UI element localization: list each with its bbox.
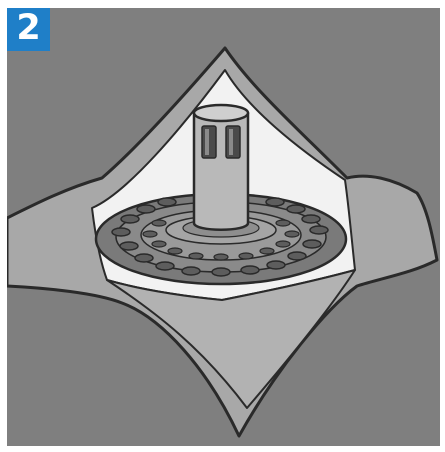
step-number-badge: 2 <box>7 8 50 51</box>
pipe-top <box>194 105 248 121</box>
drain-illustration <box>7 8 440 446</box>
drain-drawing <box>7 8 440 446</box>
